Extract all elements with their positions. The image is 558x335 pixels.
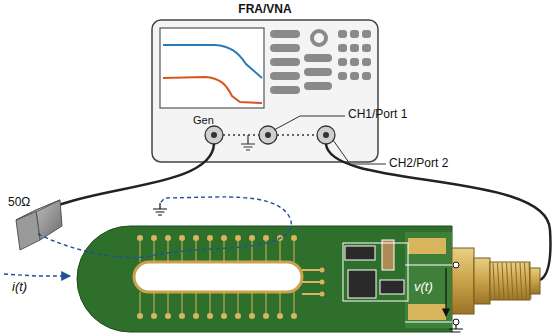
instrument (152, 20, 386, 164)
pcb (77, 226, 452, 332)
instrument-title: FRA/VNA (152, 2, 378, 16)
voltage-signal: v(t) (414, 280, 433, 294)
current-signal: i(t) (12, 280, 27, 294)
resistor-value: 50Ω (8, 196, 30, 209)
port-name: Gen (193, 114, 214, 126)
port-name: CH2/Port 2 (389, 157, 448, 170)
sma-connector (452, 248, 540, 314)
instrument-box: FRA/VNA (152, 2, 378, 16)
port-name: CH1/Port 1 (348, 108, 407, 121)
